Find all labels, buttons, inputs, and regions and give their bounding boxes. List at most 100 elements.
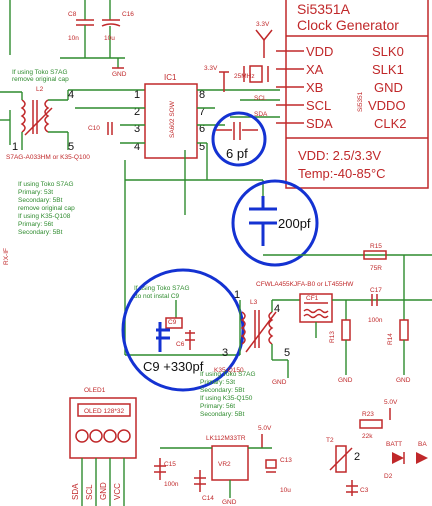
oled-pin-vcc: VCC [113, 483, 122, 500]
v5-reg: 5.0V [258, 425, 272, 432]
ic1-pin3: 3 [134, 123, 140, 135]
note-low-5: Secondary: 5Bt [200, 411, 245, 418]
note-mid-3: remove original cap [18, 205, 75, 212]
note-mid-5: Primary: 56t [18, 221, 53, 228]
note-low-4: Primary: 56t [200, 403, 235, 410]
clock-pin-vdd: VDD [306, 44, 333, 59]
l3-label: L3 [250, 299, 258, 306]
clock-pin-scl: SCL [306, 98, 331, 113]
clock-vdd: VDD: 2.5/3.3V [298, 148, 381, 163]
clock-pin-xa: XA [306, 62, 324, 77]
c16-value: 10u [104, 35, 115, 42]
top-left-caps: C8 10n C16 10u GND [9, 0, 134, 78]
ic1-pin7: 7 [199, 106, 205, 118]
xf1-label: CF1 [306, 295, 319, 302]
clock-pin-slk1: SLK1 [372, 62, 404, 77]
ic1-pin6: 6 [199, 123, 205, 135]
oled-header: OLED1 OLED 128*32 SDA SCL GND VCC [69, 387, 137, 506]
clock-pin-vddo: VDDO [368, 98, 406, 113]
l3-pin5: 5 [284, 347, 290, 359]
l2-pin5: 5 [68, 141, 74, 153]
pin-2-right: 2 [354, 451, 360, 463]
clock-pin-slk0: SLK0 [372, 44, 404, 59]
regulator: LK112M33TR 5.0V VR2 GND C15 100n C14 C13… [154, 425, 292, 506]
r15-label: R15 [370, 243, 382, 250]
batt2-label: BA [418, 441, 427, 448]
vr2-label: VR2 [218, 461, 231, 468]
clock-pin-sda: SDA [306, 116, 333, 131]
toko-notes-lower: If using Toko S7AG Primary: 53t Secondar… [200, 371, 256, 418]
l2-pin4: 4 [68, 89, 74, 101]
c10-label: C10 [88, 125, 100, 132]
c9-name: C9 [168, 319, 177, 326]
l2-pin1: 1 [12, 141, 18, 153]
cap-6pf: 6 pf [211, 111, 267, 167]
l2-part: S7AG-A033HM or K35-Q100 [6, 154, 90, 161]
note-c9-0: If using Toko S7AG [134, 285, 190, 292]
clock-temp: Temp:-40-85°C [298, 166, 386, 181]
cap-c9-label: C9 +330pf [143, 359, 204, 374]
sda-net: SDA [254, 111, 268, 118]
note-low-2: Secondary: 5Bt [200, 387, 245, 394]
clock-pin-clk2: CLK2 [374, 116, 407, 131]
c3-label: C3 [360, 487, 369, 494]
l3-pin4: 4 [274, 303, 280, 315]
note-c9-1: do not instal C9 [134, 293, 180, 300]
oled-pin-sda: SDA [71, 483, 80, 500]
c13-label: C13 [280, 457, 292, 464]
r23-label: R23 [362, 411, 374, 418]
r23-value: 22k [362, 433, 373, 440]
ic1-part: SA602 SOW [169, 100, 176, 138]
transformer-l3: L3 4 5 3 1 GND K35-Q150 [214, 289, 300, 386]
c14-label: C14 [202, 495, 214, 502]
filter-xf1: CFWLA455KJFA-B0 or LT455HW CF1 R13 GND C… [256, 281, 432, 384]
scl-net: SCL [254, 95, 267, 102]
c16-label: C16 [122, 11, 134, 18]
t2-label: T2 [326, 437, 334, 444]
batt-label: BATT [386, 441, 402, 448]
note-mid-6: Secondary: 5Bt [18, 229, 63, 236]
reg-label: LK112M33TR [206, 435, 246, 442]
oled-label: OLED 128*32 [84, 408, 124, 415]
clock-chip-name: Si5351A [297, 1, 351, 17]
l2-label: L2 [36, 86, 44, 93]
clock-part: Si5351 [357, 91, 364, 112]
oled-ref: OLED1 [84, 387, 106, 394]
note-mid-2: Secondary: 5Bt [18, 197, 63, 204]
ic1-pin5: 5 [199, 141, 205, 153]
note-toko-1b: remove original cap [12, 76, 69, 83]
gnd-reg: GND [222, 499, 237, 506]
ic1-pin8: 8 [199, 89, 205, 101]
battery-area: 5.0V R23 22k T2 2 BATT D2 BA C3 [326, 399, 428, 496]
clock-pin-xb: XB [306, 80, 323, 95]
note-mid-0: If using Toko S7AG [18, 181, 74, 188]
note-toko-1: If using Toko S7AG [12, 69, 68, 76]
ic1-sa602: IC1 SA602 SOW 1 2 3 4 8 7 6 5 C10 [75, 73, 240, 180]
resistor-r15: R15 75R [263, 243, 432, 320]
crystal-area: 3.3V 25MHz SCL SDA 3.3V [204, 21, 280, 118]
filter-part: CFWLA455KJFA-B0 or LT455HW [256, 281, 354, 288]
clock-generator: Si5351A Clock Generator VDD XA XB SCL SD… [276, 0, 429, 189]
ic1-pin4: 4 [134, 141, 140, 153]
c15-value: 100n [164, 481, 179, 488]
gnd-r13: GND [338, 377, 353, 384]
note-low-1: Primary: 53t [200, 379, 235, 386]
gnd-label-top: GND [112, 71, 127, 78]
c17-label: C17 [370, 287, 382, 294]
gnd-l3: GND [272, 379, 287, 386]
v33-left: 3.3V [204, 65, 218, 72]
c15-label: C15 [164, 461, 176, 468]
r14-label: R14 [387, 333, 394, 345]
transformer-l2: If using Toko S7AG remove original cap L… [0, 69, 145, 161]
clock-pin-gnd: GND [374, 80, 403, 95]
cap-6pf-label: 6 pf [226, 146, 248, 161]
oled-pin-gnd: GND [99, 482, 108, 500]
oled-pin-scl: SCL [85, 484, 94, 500]
c8-label: C8 [68, 11, 77, 18]
v33-top: 3.3V [256, 21, 270, 28]
gnd-r14: GND [396, 377, 411, 384]
note-mid-1: Primary: 53t [18, 189, 53, 196]
note-low-0: If using Toko S7AG [200, 371, 256, 378]
